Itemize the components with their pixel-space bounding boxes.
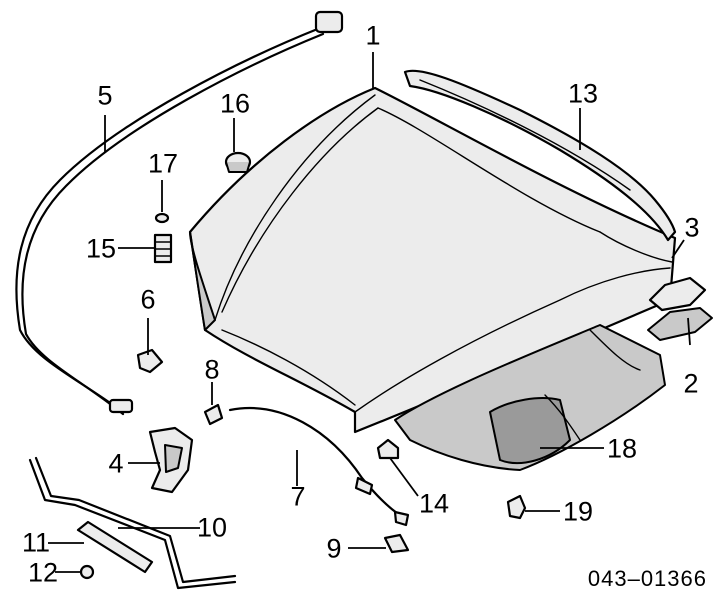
callout-9: 9 — [326, 533, 342, 564]
callout-1: 1 — [365, 20, 381, 51]
callout-4: 4 — [108, 448, 124, 479]
catalog-number: 043–01366 — [587, 566, 707, 591]
callout-11: 11 — [21, 527, 51, 558]
hood-stopper — [376, 438, 400, 460]
callout-14: 14 — [418, 488, 450, 519]
callout-3: 3 — [684, 212, 700, 243]
hood-lock — [148, 426, 194, 494]
hood-hinge-parts — [647, 276, 713, 341]
callout-13: 13 — [567, 78, 599, 109]
callout-7: 7 — [290, 481, 306, 512]
callout-8: 8 — [204, 354, 220, 385]
hood-insulator — [394, 324, 666, 471]
callout-16: 16 — [219, 88, 251, 119]
clip — [506, 494, 527, 520]
latch-guide — [136, 348, 164, 374]
hood-support-rod — [228, 407, 410, 527]
hood-support-brace — [28, 456, 237, 590]
rod-grommet — [203, 403, 224, 426]
grommet-and-spring — [153, 212, 173, 264]
brace-pad — [76, 520, 154, 574]
callout-19: 19 — [562, 496, 594, 527]
hood-weatherstrip — [403, 69, 677, 242]
callout-15: 15 — [85, 233, 117, 264]
bumper-cushion — [224, 151, 252, 173]
leader-lines — [48, 52, 691, 573]
callout-10: 10 — [196, 512, 228, 543]
rod-holder — [383, 533, 410, 554]
callout-17: 17 — [147, 148, 179, 179]
callout-2: 2 — [683, 368, 699, 399]
callout-6: 6 — [140, 284, 156, 315]
callout-12: 12 — [27, 557, 59, 588]
callout-5: 5 — [97, 80, 113, 111]
release-cable — [15, 10, 344, 416]
screw — [79, 564, 95, 580]
callout-18: 18 — [606, 433, 638, 464]
